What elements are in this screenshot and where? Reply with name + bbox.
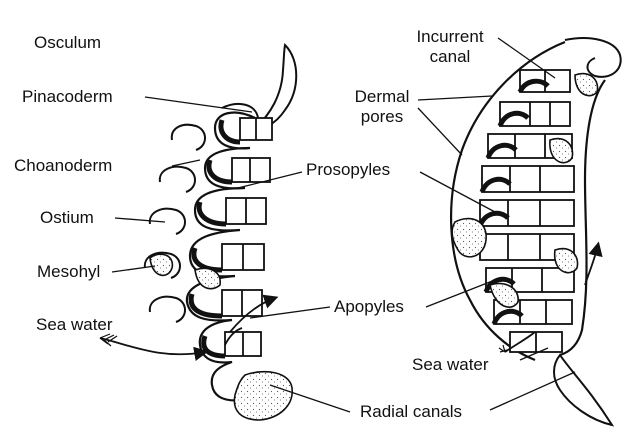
label-mesohyl: Mesohyl <box>37 262 101 281</box>
leader-dermal-b <box>417 107 463 156</box>
label-dermal-pores-line2: pores <box>360 107 404 126</box>
label-dermal-pores-line1: Dermal <box>354 87 410 106</box>
leader-ostium <box>114 217 166 223</box>
leader-apopyles-b <box>425 277 501 308</box>
label-sea-water-left: Sea water <box>36 315 113 334</box>
label-radial-canals: Radial canals <box>360 402 463 421</box>
leader-dermal-a <box>417 95 493 101</box>
leader-prosopyles-a <box>237 171 303 189</box>
label-pinacoderm: Pinacoderm <box>22 87 113 106</box>
right-sponge-section <box>450 37 622 427</box>
label-incurrent-canal: Incurrent canal <box>405 27 495 67</box>
label-prosopyles: Prosopyles <box>306 160 391 179</box>
leader-incurrent <box>497 37 556 79</box>
left-sponge-section <box>143 42 298 421</box>
leader-mesohyl <box>111 265 156 273</box>
leader-apopyles-a <box>249 306 331 319</box>
leader-sea-water-right <box>519 347 549 361</box>
label-incurrent-canal-line2: canal <box>429 47 471 66</box>
right-water-flow <box>498 241 603 353</box>
leader-choanoderm <box>171 159 201 167</box>
leader-lines <box>111 37 576 413</box>
label-dermal-pores: Dermal pores <box>346 87 418 127</box>
label-incurrent-canal-line1: Incurrent <box>416 27 484 46</box>
label-choanoderm: Choanoderm <box>14 156 113 175</box>
leader-pinacoderm <box>144 96 253 113</box>
label-apopyles: Apopyles <box>334 297 404 316</box>
label-osculum: Osculum <box>34 33 102 52</box>
label-ostium: Ostium <box>40 208 94 227</box>
leader-radial-b <box>489 371 576 411</box>
left-water-flow <box>99 294 279 361</box>
leader-radial-a <box>269 384 351 413</box>
label-sea-water-right: Sea water <box>412 355 489 374</box>
leader-prosopyles-b <box>419 171 496 213</box>
